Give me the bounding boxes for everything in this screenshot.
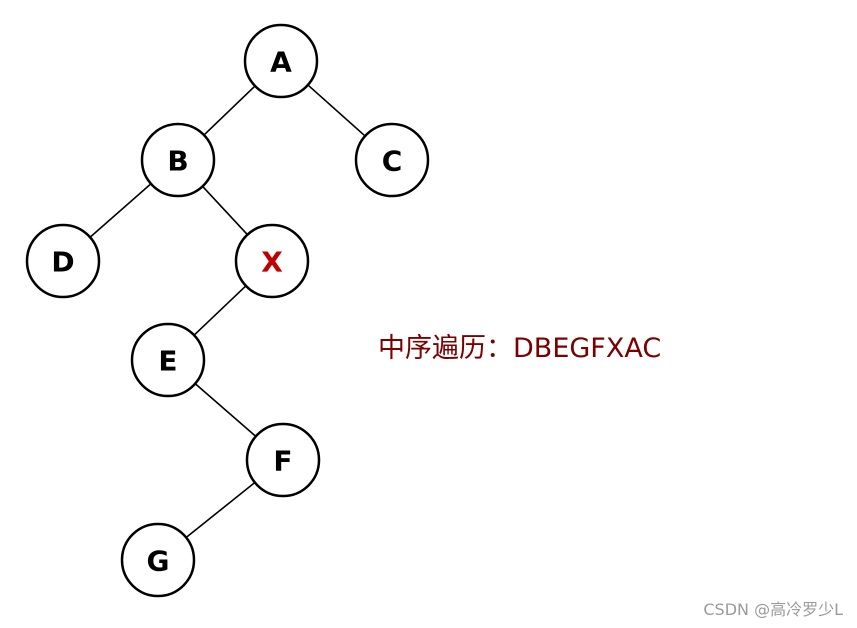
node-circle bbox=[130, 322, 206, 398]
edge-x-e bbox=[193, 285, 247, 336]
node-label: A bbox=[270, 46, 292, 79]
watermark: CSDN @高冷罗少L bbox=[703, 600, 843, 619]
node-circle bbox=[243, 23, 319, 99]
node-label: X bbox=[261, 246, 283, 279]
edge-b-d bbox=[89, 183, 152, 238]
node-label: G bbox=[147, 545, 170, 578]
node-circle bbox=[234, 223, 310, 299]
node-circle bbox=[245, 422, 321, 498]
node-x: X bbox=[234, 223, 310, 299]
inorder-traversal-caption: 中序遍历：DBEGFXAC bbox=[378, 333, 662, 364]
node-circle bbox=[120, 522, 196, 598]
node-f: F bbox=[245, 422, 321, 498]
node-label: C bbox=[382, 145, 403, 178]
node-label: B bbox=[167, 145, 188, 178]
edge-a-c bbox=[307, 84, 366, 137]
node-label: D bbox=[51, 246, 74, 279]
tree-edges bbox=[89, 84, 366, 539]
edge-a-b bbox=[203, 85, 256, 136]
edge-b-x bbox=[201, 185, 249, 236]
node-circle bbox=[25, 223, 101, 299]
node-d: D bbox=[25, 223, 101, 299]
node-c: C bbox=[354, 122, 430, 198]
node-g: G bbox=[120, 522, 196, 598]
edge-e-f bbox=[194, 383, 257, 437]
tree-nodes: A B C D X E F G bbox=[25, 23, 430, 598]
node-b: B bbox=[140, 122, 216, 198]
node-circle bbox=[354, 122, 430, 198]
node-a: A bbox=[243, 23, 319, 99]
edge-f-g bbox=[185, 481, 256, 539]
node-circle bbox=[140, 122, 216, 198]
node-label: E bbox=[158, 345, 177, 378]
node-e: E bbox=[130, 322, 206, 398]
node-label: F bbox=[273, 445, 292, 478]
